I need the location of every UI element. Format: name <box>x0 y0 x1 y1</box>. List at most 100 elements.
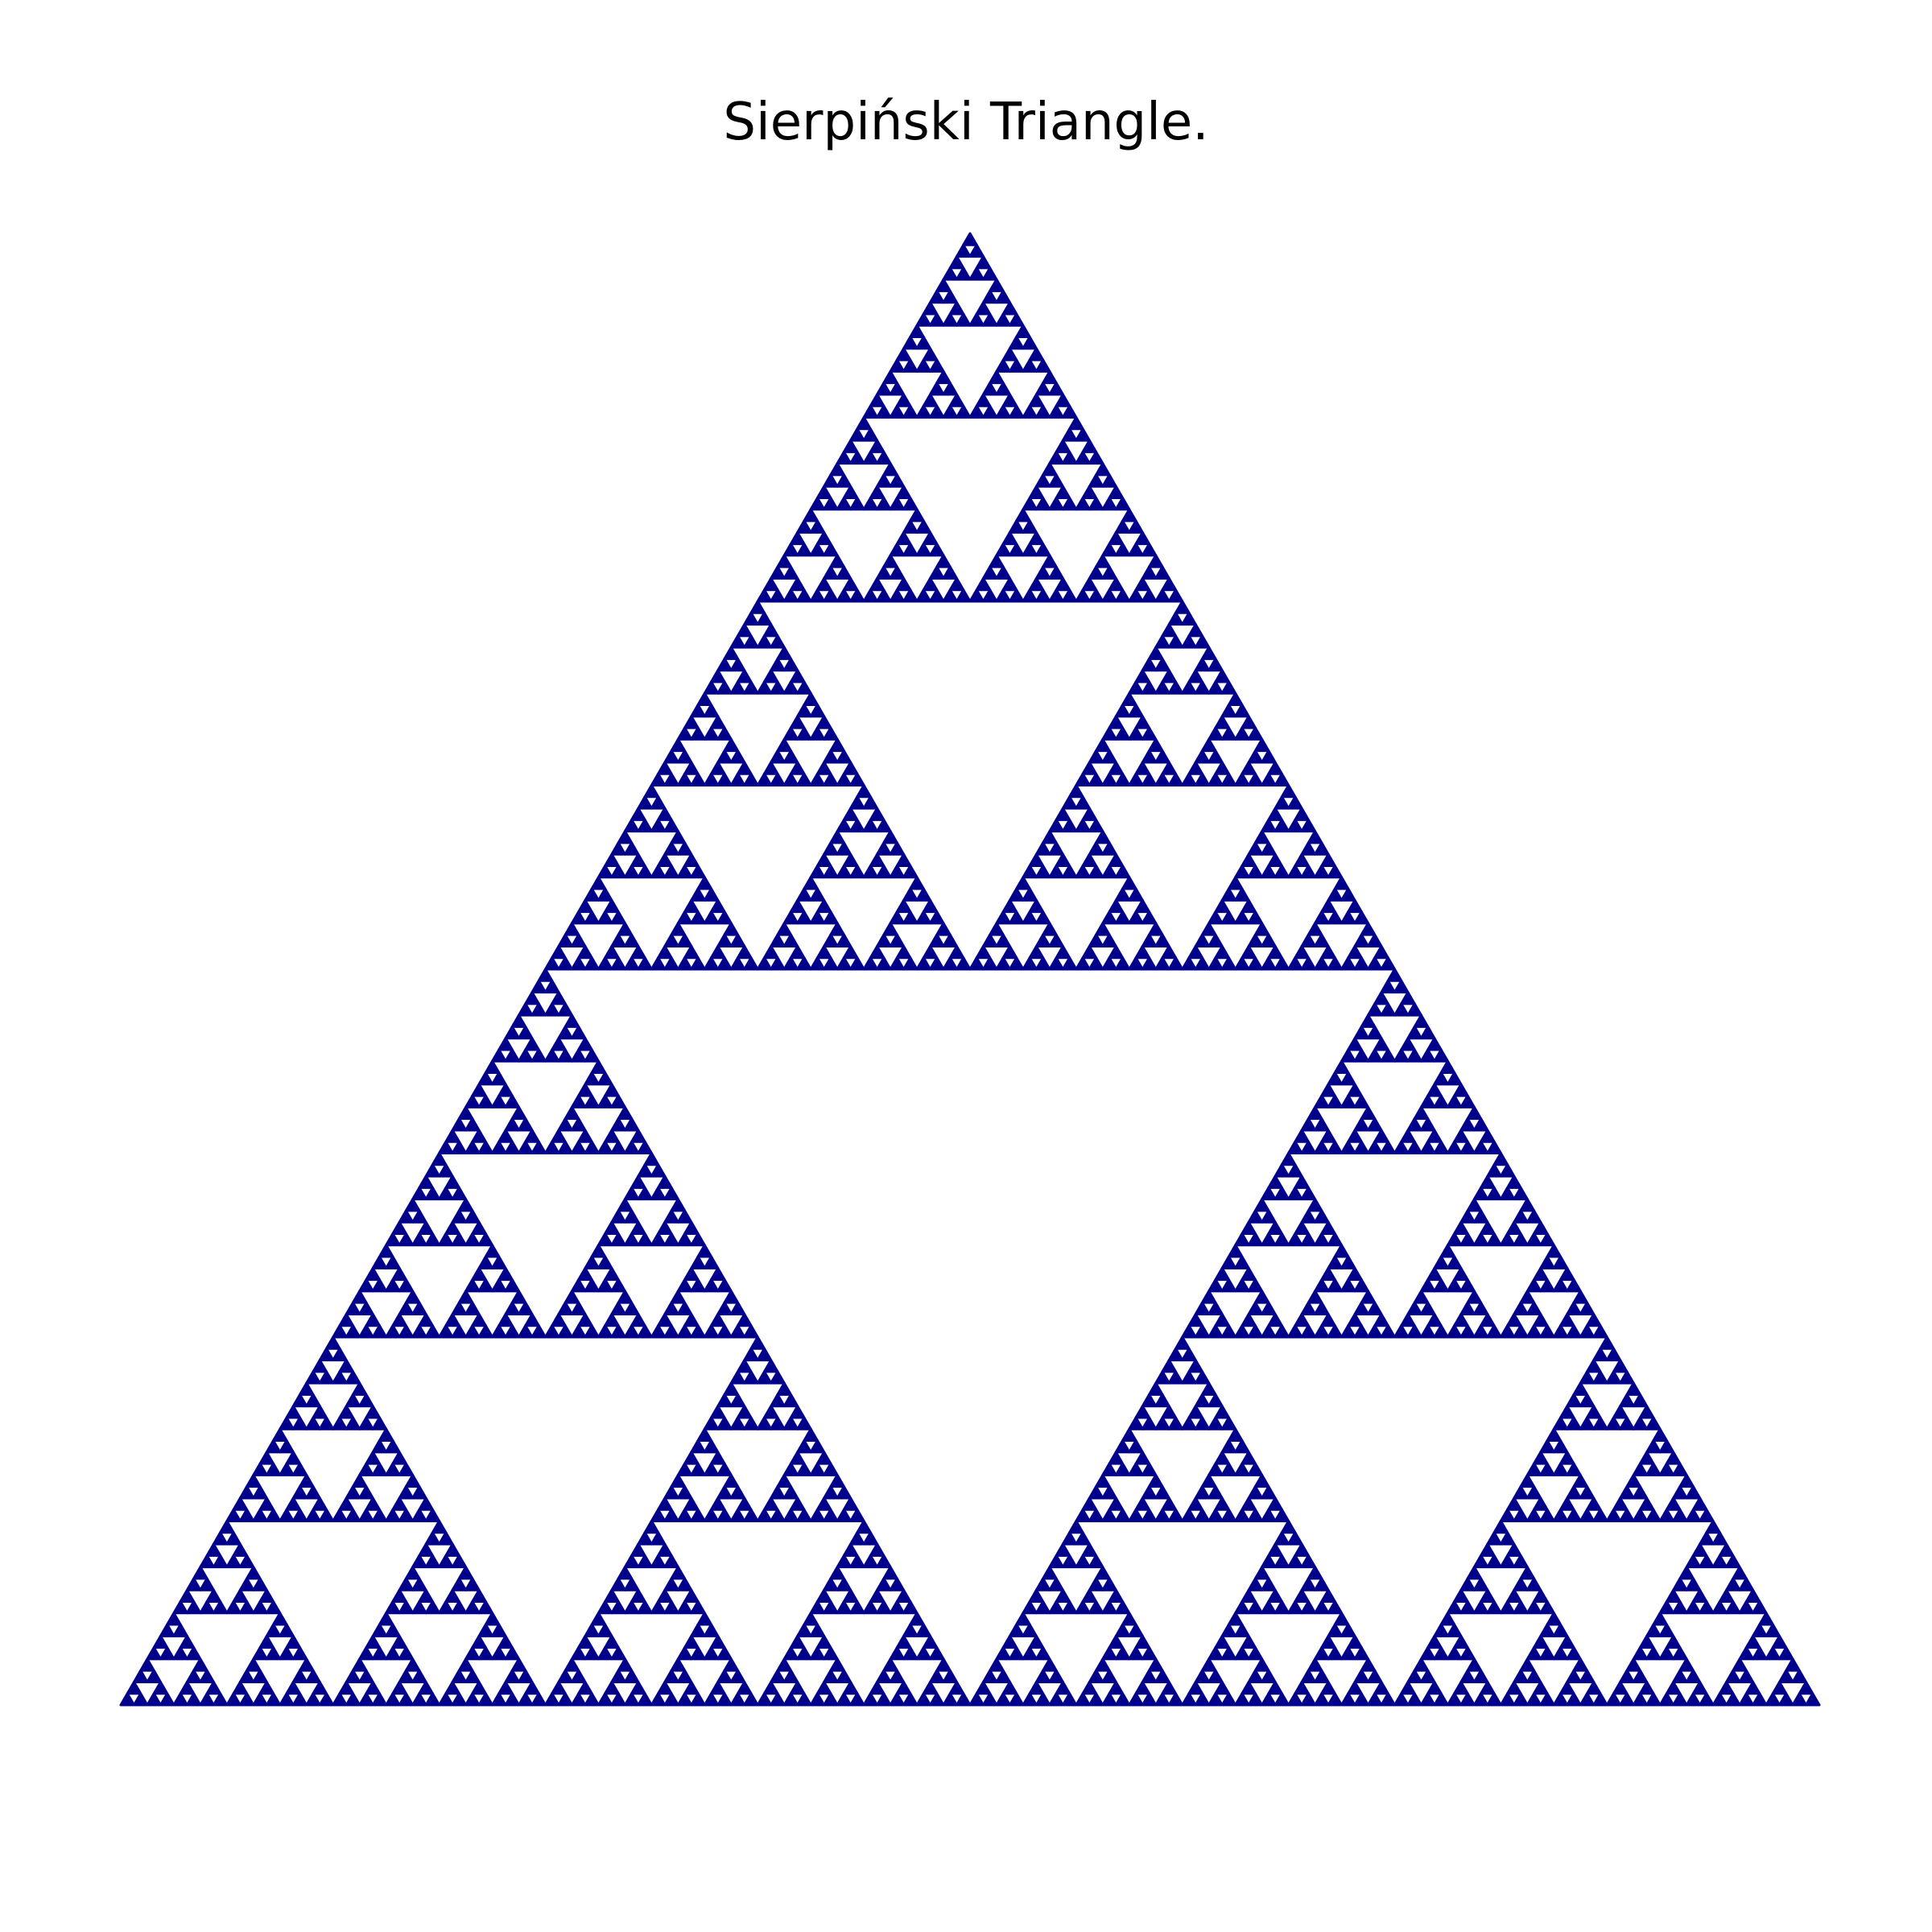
fractal-cell-705 <box>518 1048 534 1063</box>
fractal-cell-1100 <box>1744 1634 1761 1649</box>
fractal-cell-787 <box>1061 1600 1078 1615</box>
fractal-cell-453 <box>809 1462 826 1476</box>
fractal-cell-887 <box>1294 1542 1310 1557</box>
fractal-cell-918 <box>1181 1508 1197 1522</box>
fractal-cell-1921 <box>1167 680 1184 695</box>
fractal-cell-1074 <box>1658 1646 1675 1661</box>
fractal-cell-1744 <box>1154 933 1170 947</box>
fractal-cell-1963 <box>796 543 812 557</box>
fractal-cell-2161 <box>929 312 945 327</box>
fractal-cell-1648 <box>770 772 786 786</box>
fractal-cell-1431 <box>1340 1048 1356 1063</box>
fractal-cell-247 <box>584 1692 600 1707</box>
fractal-cell-1545 <box>770 933 786 947</box>
fractal-cell-1987 <box>942 565 959 580</box>
fractal-cell-1453 <box>1406 1002 1422 1017</box>
fractal-cell-493 <box>358 1301 374 1315</box>
fractal-cell-734 <box>1001 1680 1018 1695</box>
fractal-cell-1394 <box>1360 1105 1377 1121</box>
fractal-cell-1348 <box>1552 1255 1569 1269</box>
fractal-cell-1118 <box>1718 1588 1735 1603</box>
fractal-cell-1974 <box>889 588 906 603</box>
fractal-cell-458 <box>803 1427 819 1443</box>
fractal-cell-1324 <box>1513 1324 1529 1339</box>
fractal-cell-960 <box>1194 1393 1211 1408</box>
fractal-cell-2168 <box>935 278 952 292</box>
fractal-cell-245 <box>551 1680 567 1695</box>
fractal-cell-568 <box>557 1324 573 1339</box>
fractal-cell-1876 <box>1167 772 1184 786</box>
fractal-cell-1103 <box>1771 1634 1788 1649</box>
fractal-cell-897 <box>1088 1485 1104 1500</box>
fractal-cell-1965 <box>809 543 826 557</box>
fractal-cell-2153 <box>1001 347 1018 361</box>
fractal-cell-1130 <box>1718 1542 1735 1557</box>
fractal-cell-965 <box>1161 1359 1178 1373</box>
fractal-cell-2160 <box>915 312 932 327</box>
fractal-cell-361 <box>929 1692 945 1707</box>
fractal-cell-1649 <box>762 761 779 775</box>
fractal-cell-164 <box>232 1496 249 1511</box>
fractal-cell-622 <box>610 1232 626 1247</box>
fractal-cell-1241 <box>1227 1244 1244 1258</box>
fractal-cell-198 <box>385 1508 401 1522</box>
fractal-cell-1284 <box>1300 1209 1317 1224</box>
fractal-cell-1998 <box>809 496 826 511</box>
fractal-cell-1590 <box>902 887 919 902</box>
fractal-cell-892 <box>1088 1508 1104 1522</box>
fractal-cell-784 <box>1034 1600 1051 1615</box>
fractal-cell-1340 <box>1572 1290 1589 1304</box>
fractal-cell-1877 <box>1161 761 1178 775</box>
fractal-cell-1124 <box>1732 1566 1748 1580</box>
fractal-cell-510 <box>371 1255 388 1269</box>
sierpinski-triangle <box>119 232 1821 1707</box>
fractal-cell-806 <box>1081 1542 1098 1557</box>
fractal-cell-231 <box>345 1393 361 1408</box>
fractal-cell-1273 <box>1274 1232 1290 1247</box>
fractal-cell-1817 <box>1307 922 1323 936</box>
fractal-cell-1475 <box>617 922 634 936</box>
fractal-cell-298 <box>610 1600 626 1615</box>
fractal-cell-322 <box>650 1531 667 1546</box>
fractal-cell-1609 <box>889 841 906 856</box>
fractal-cell-223 <box>305 1393 321 1408</box>
fractal-cell-666 <box>464 1094 481 1108</box>
fractal-cell-726 <box>530 979 547 994</box>
fractal-cell-1509 <box>690 887 706 902</box>
fractal-cell-1735 <box>1101 933 1117 947</box>
fractal-cell-623 <box>604 1220 620 1235</box>
fractal-cell-2079 <box>1022 496 1038 511</box>
fractal-cell-1527 <box>663 841 679 856</box>
fractal-cell-1766 <box>1081 852 1098 867</box>
fractal-cell-1325 <box>1506 1312 1522 1327</box>
fractal-cell-1329 <box>1513 1301 1529 1315</box>
fractal-cell-68 <box>258 1588 275 1603</box>
fractal-cell-109 <box>451 1692 468 1707</box>
fractal-cell-79 <box>225 1531 242 1546</box>
fractal-cell-1334 <box>1559 1312 1575 1327</box>
fractal-cell-1552 <box>849 956 865 971</box>
fractal-cell-1017 <box>1525 1646 1542 1661</box>
fractal-cell-576 <box>597 1324 613 1339</box>
fractal-cell-1225 <box>1247 1324 1264 1339</box>
fractal-cell-1470 <box>623 956 640 971</box>
fractal-cell-1444 <box>1433 1048 1449 1063</box>
fractal-cell-1129 <box>1725 1554 1741 1569</box>
fractal-cell-1170 <box>1658 1508 1675 1522</box>
fractal-cell-1717 <box>1048 933 1064 947</box>
fractal-cell-1479 <box>597 910 613 925</box>
fractal-cell-908 <box>1148 1473 1164 1488</box>
fractal-cell-841 <box>1327 1692 1344 1707</box>
fractal-cell-1082 <box>1718 1680 1735 1695</box>
fractal-cell-1419 <box>1459 1117 1476 1132</box>
fractal-cell-95 <box>418 1680 434 1695</box>
fractal-cell-207 <box>358 1462 374 1476</box>
fractal-cell-1255 <box>1380 1324 1396 1339</box>
fractal-cell-945 <box>1128 1416 1144 1430</box>
fractal-cell-954 <box>1181 1416 1197 1430</box>
fractal-cell-1482 <box>584 887 600 902</box>
fractal-cell-2018 <box>842 439 859 453</box>
fractal-cell-383 <box>842 1588 859 1603</box>
fractal-cell-2170 <box>981 312 998 327</box>
fractal-cell-866 <box>1241 1588 1257 1603</box>
